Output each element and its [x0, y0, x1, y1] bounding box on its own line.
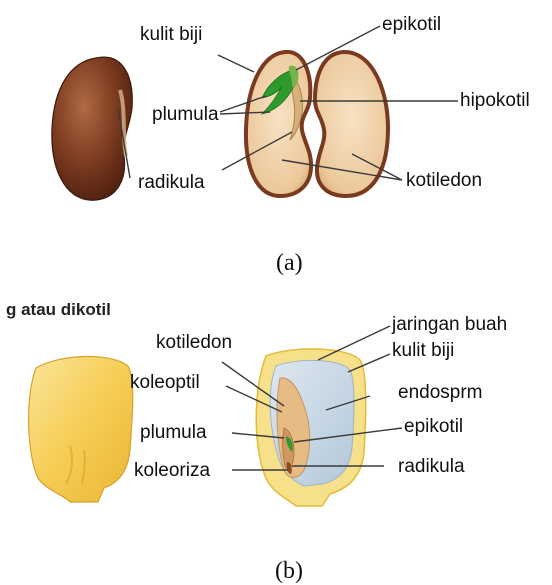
label-kotiledon-b: kotiledon	[156, 332, 232, 353]
label-koleoriza: koleoriza	[134, 460, 210, 481]
label-endosprm: endosprm	[398, 382, 483, 403]
label-epikotil-b: epikotil	[404, 416, 463, 437]
right-cotyledon	[315, 52, 388, 196]
whole-bean-seed	[52, 57, 132, 200]
label-radikula-a: radikula	[138, 172, 205, 193]
whole-corn-kernel	[29, 356, 133, 502]
panel-b: g atau dikotil jaringan buah kotiledon k…	[6, 300, 507, 584]
label-koleoptil: koleoptil	[130, 372, 200, 393]
label-plumula-b: plumula	[140, 422, 207, 443]
caption-b: (b)	[275, 558, 303, 584]
label-jaringan-buah: jaringan buah	[391, 314, 507, 335]
label-radikula-b: radikula	[398, 456, 465, 477]
line-kulit-biji-a	[218, 55, 254, 72]
line-jaringan-buah	[318, 326, 390, 360]
caption-a: (a)	[276, 250, 303, 276]
label-kotiledon-a: kotiledon	[406, 170, 482, 191]
label-epikotil-a: epikotil	[382, 14, 441, 35]
label-hipokotil-a: hipokotil	[460, 90, 530, 111]
panel-a: kulit biji epikotil plumula hipokotil ra…	[52, 14, 530, 276]
label-plumula-a: plumula	[152, 104, 219, 125]
label-kulit-biji-a: kulit biji	[140, 24, 202, 45]
left-cotyledon	[246, 52, 311, 196]
label-kulit-biji-b: kulit biji	[392, 340, 454, 361]
cut-off-heading-text: g atau dikotil	[6, 300, 111, 319]
